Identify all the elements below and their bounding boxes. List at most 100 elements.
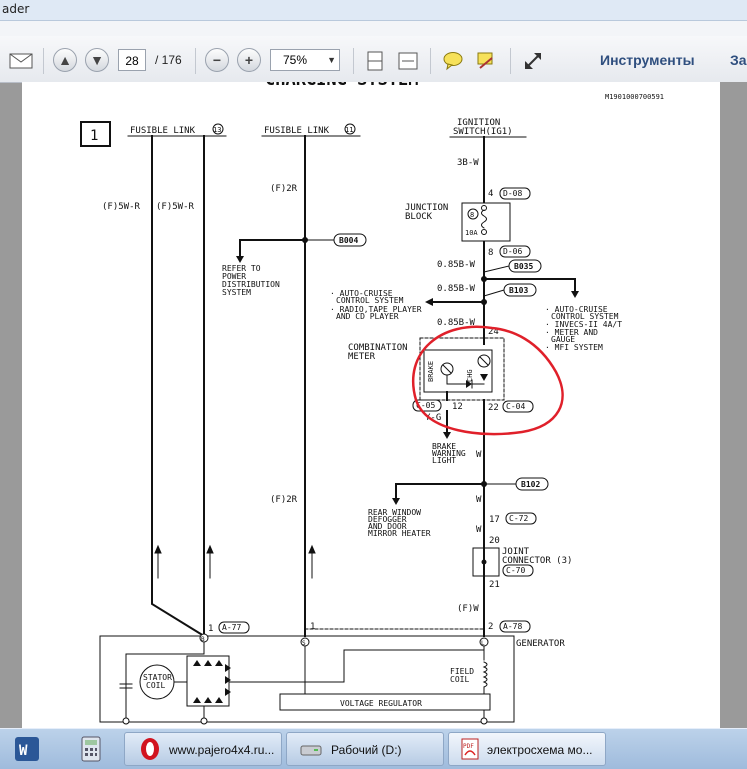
d06-tag: [499, 245, 531, 258]
ignition-label-2: SWITCH(IG1): [453, 127, 513, 137]
zoom-out-button[interactable]: −: [205, 48, 229, 72]
pin-22: 22: [488, 403, 499, 413]
combo-meter-label-2: METER: [348, 352, 376, 362]
taskbar-pdf-window[interactable]: PDF электросхема мо...: [448, 732, 606, 766]
wire-label-w3: W: [476, 525, 482, 535]
diode-icon: [193, 697, 201, 703]
right-list-3: · INVECS-II 4A/T: [545, 320, 622, 329]
pdf-icon: PDF: [461, 738, 479, 760]
word-taskbar-icon[interactable]: W: [12, 734, 42, 764]
fusible-link-11-label: FUSIBLE LINK: [264, 126, 330, 136]
fuse-number-circle: [467, 208, 479, 220]
prev-page-button[interactable]: ▲: [53, 48, 77, 72]
splice-b035-tag: [508, 259, 542, 273]
highlight-button[interactable]: [472, 48, 498, 74]
splice-b004-label: B004: [339, 236, 358, 245]
diode-icon: [215, 660, 223, 666]
page-number-input[interactable]: 28: [118, 49, 146, 71]
fl11-circle: [344, 123, 356, 135]
email-button[interactable]: [8, 48, 34, 74]
field-coil-icon: [482, 661, 488, 688]
pin-17: 17: [489, 515, 500, 525]
autocruise-line-2: CONTROL SYSTEM: [336, 296, 404, 305]
rear-line-1: REAR WINDOW: [368, 508, 421, 517]
terminal-b-label: B: [201, 636, 205, 643]
fullscreen-button[interactable]: [520, 48, 546, 74]
voltage-regulator-label: VOLTAGE REGULATOR: [340, 699, 422, 708]
refer-line-1: REFER TO: [222, 264, 261, 273]
fit-width-button[interactable]: [395, 48, 421, 74]
pin-4: 4: [488, 189, 493, 199]
ground-terminal-3: [480, 717, 488, 725]
wire-label-2r-1: (F)2R: [270, 184, 298, 194]
brake-lamp-cross: [442, 364, 452, 374]
refer-line-3: DISTRIBUTION: [222, 280, 280, 289]
generator-box: [99, 635, 515, 723]
joint-connector-label-1: JOINT: [502, 547, 530, 557]
a78-tag: [499, 620, 531, 633]
diode-icon: [225, 676, 231, 684]
taskbar-opera-label: www.pajero4x4.ru...: [169, 743, 275, 757]
combo-meter-label-1: COMBINATION: [348, 343, 408, 353]
meter-diode-icon: [466, 380, 472, 388]
zoom-in-button[interactable]: +: [237, 48, 261, 72]
gen-b-line: [125, 641, 205, 720]
chg-lamp-icon: [477, 354, 491, 368]
chg-lamp-label: CHG: [466, 369, 474, 382]
b035-branch: [483, 278, 576, 293]
taskbar-explorer-label: Рабочий (D:): [331, 743, 402, 757]
chg-lamp-cross: [479, 356, 489, 366]
right-list-5: GAUGE: [551, 335, 575, 344]
connector-dash-line: [304, 628, 485, 637]
connector-a78: A-78: [503, 622, 522, 631]
menu-strip: [0, 21, 747, 36]
ground-terminal-1: [122, 717, 130, 725]
calculator-taskbar-icon[interactable]: [76, 734, 106, 764]
chg-diode-icon: [480, 374, 488, 381]
wire-label-085bw-1: 0.85B-W: [437, 260, 476, 270]
page-marker: 1: [90, 128, 98, 144]
arrow-down-icon: [571, 291, 579, 298]
b004-branch: [239, 239, 306, 259]
taskbar-opera-window[interactable]: www.pajero4x4.ru...: [124, 732, 282, 766]
extra-menu[interactable]: За: [730, 52, 747, 68]
pin-20: 20: [489, 536, 500, 546]
arrow-up-icon: [154, 544, 162, 554]
arrow-up-icon: [206, 544, 214, 554]
rectifier-diodes: [193, 660, 231, 703]
c04-tag: [502, 400, 534, 413]
d08-tag: [499, 187, 531, 200]
window-title-bar: ader: [0, 0, 747, 21]
radio-line-2: AND CD PLAYER: [336, 312, 399, 321]
arrow-down-icon: [236, 256, 244, 263]
stator-label-2: COIL: [146, 681, 165, 690]
fl13-circle: [212, 123, 224, 135]
stator-label-1: STATOR: [143, 673, 172, 682]
wire-label-2r-2: (F)2R: [270, 495, 298, 505]
zoom-select[interactable]: 75%▼: [270, 49, 340, 71]
fit-page-button[interactable]: [362, 48, 388, 74]
combination-meter-box: [419, 337, 505, 401]
taskbar: W www.pajero4x4.ru... Рабочий (D:) PDF э…: [0, 728, 747, 769]
connector-c72: C-72: [509, 514, 528, 523]
speech-bubble-icon: [443, 52, 463, 71]
fuse-terminal-bottom: [481, 229, 487, 235]
connector-c04: C-04: [506, 402, 525, 411]
splice-b035-label: B035: [514, 262, 533, 271]
expand-icon: [525, 53, 541, 69]
tools-menu[interactable]: Инструменты: [600, 52, 695, 68]
plus-icon: +: [244, 52, 254, 68]
refer-line-4: SYSTEM: [222, 288, 251, 297]
envelope-icon: [9, 53, 33, 69]
next-page-button[interactable]: ▼: [85, 48, 109, 72]
comment-button[interactable]: [440, 48, 466, 74]
fuse-number: 8: [470, 211, 474, 219]
taskbar-explorer-window[interactable]: Рабочий (D:): [286, 732, 444, 766]
brake-lamp-label: BRAKE: [427, 361, 435, 382]
diode-icon: [225, 664, 231, 672]
bwl-line-1: BRAKE: [432, 442, 456, 451]
field-coil-label-1: FIELD: [450, 667, 474, 676]
page-total: / 176: [155, 53, 182, 67]
refer-line-2: POWER: [222, 272, 246, 281]
connector-c05: C-05: [416, 401, 435, 410]
